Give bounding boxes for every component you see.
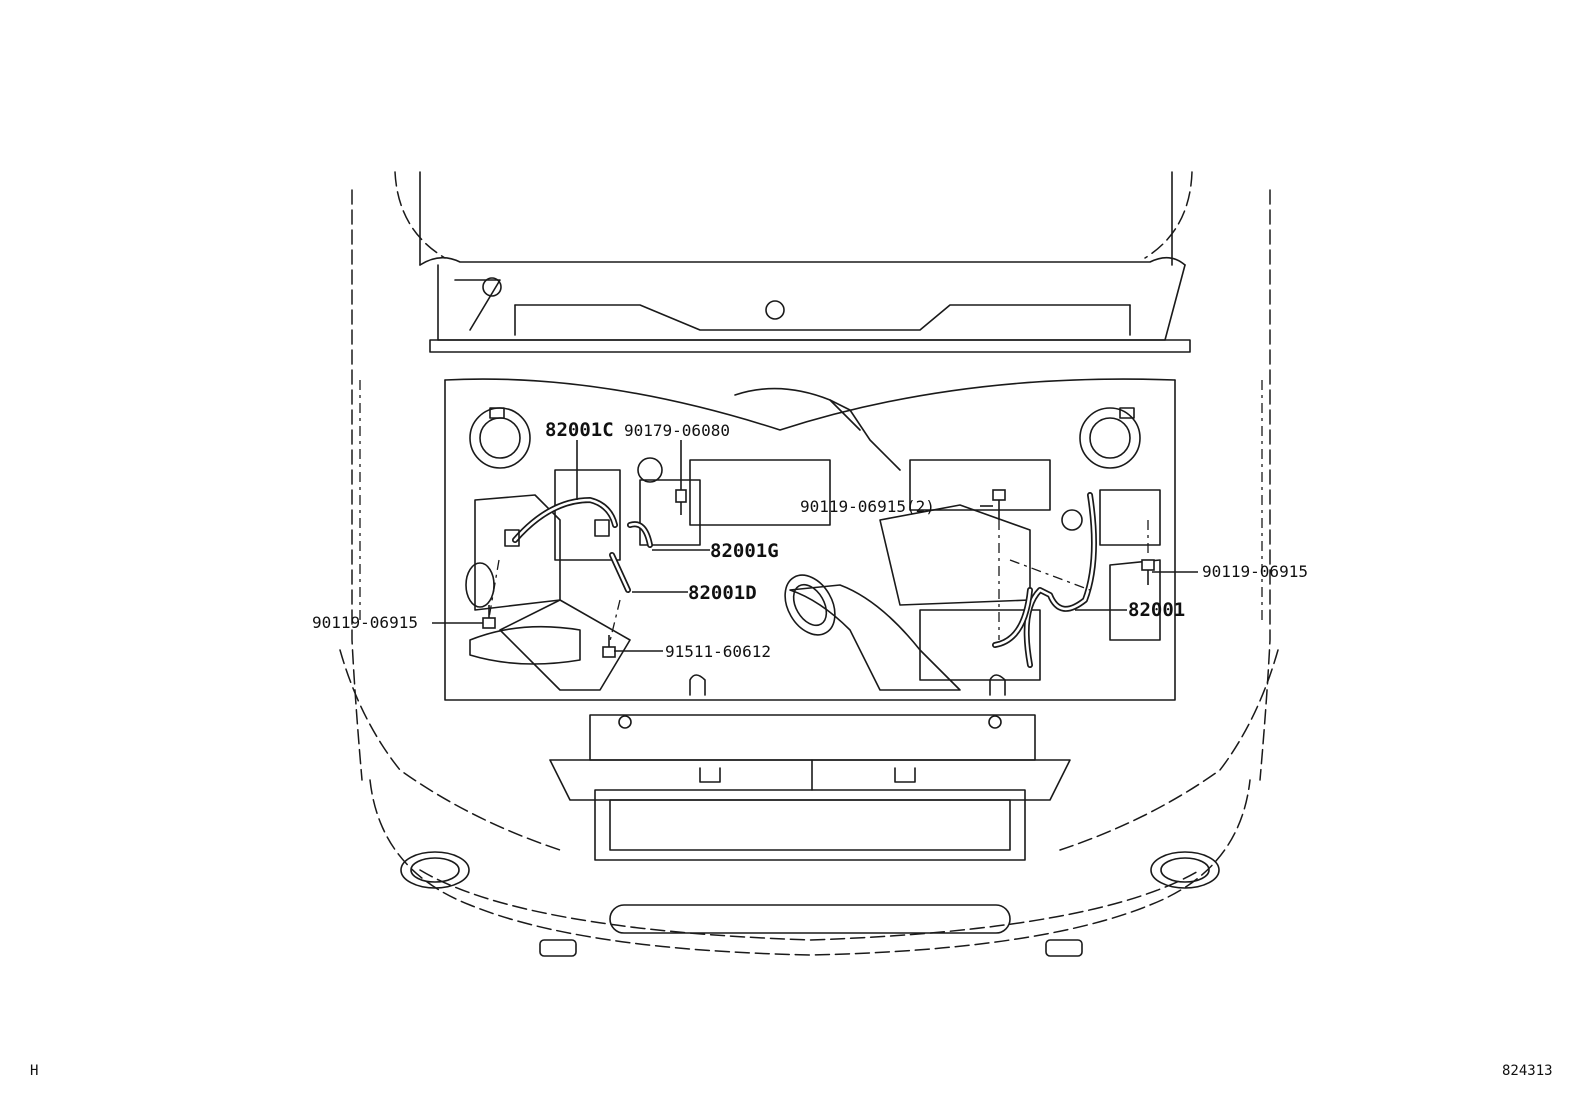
callout-82001c: 82001C: [545, 419, 614, 441]
bolt-90119-06915-right-icon: [1141, 559, 1155, 585]
callout-82001g: 82001G: [710, 540, 779, 562]
callout-90119-06915-left: 90119-06915: [312, 613, 418, 632]
footer-diagram-number: 824313: [1502, 1063, 1553, 1079]
wire-harness-82001-graphic: [992, 492, 1097, 668]
wire-harness-82001d-graphic: [609, 552, 631, 593]
bolt-91511-60612-icon: [602, 635, 616, 658]
callout-90119-06915-2: 90119-06915(2): [800, 497, 935, 516]
callout-labels: 82001C 90179-06080 82001G 90119-06915(2)…: [312, 419, 1308, 661]
wire-harness-82001c-graphic: [504, 497, 618, 547]
callout-90179-06080: 90179-06080: [624, 421, 730, 440]
vehicle-body-outline: [339, 171, 1279, 957]
bolt-90119-06915-2-icon: [992, 489, 1006, 520]
callout-82001: 82001: [1128, 599, 1185, 621]
footer-left-code: H: [30, 1063, 38, 1079]
bolt-90179-06080-icon: [675, 489, 687, 515]
wire-harness-82001g-graphic: [627, 521, 653, 548]
callout-91511-60612: 91511-60612: [665, 642, 771, 661]
callout-90119-06915-right: 90119-06915: [1202, 562, 1308, 581]
radiator-support-and-grille: [549, 714, 1071, 861]
leader-lines: [432, 440, 1198, 652]
raised-hood-and-cowl: [419, 171, 1191, 353]
callout-82001d: 82001D: [688, 582, 757, 604]
assembly-chain-lines: [488, 520, 1149, 646]
